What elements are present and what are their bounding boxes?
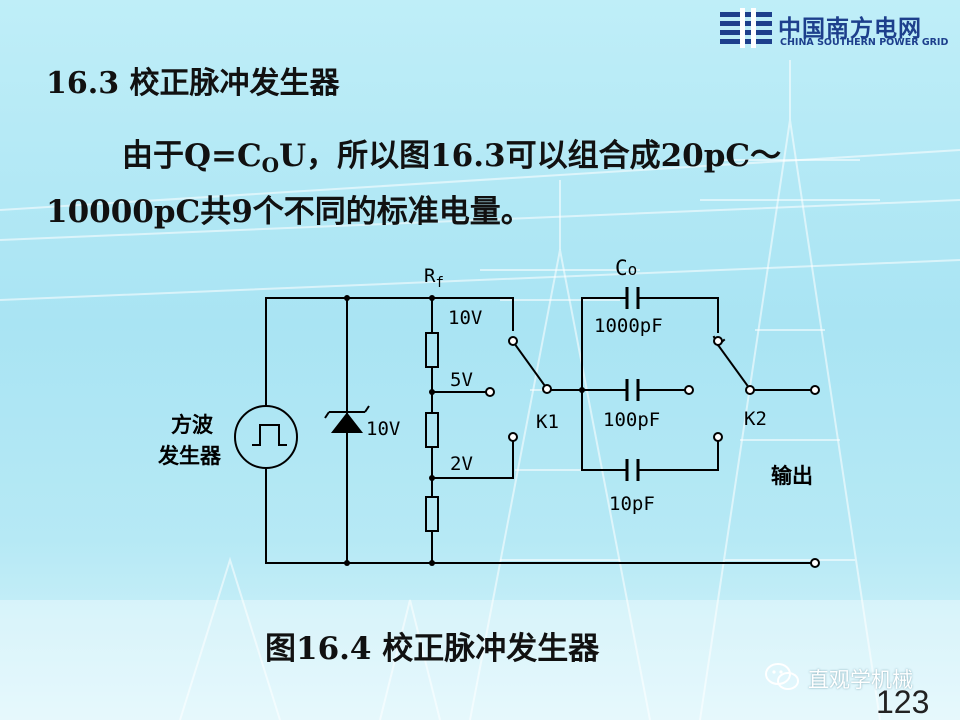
- tap-5v-label: 5V: [450, 369, 473, 391]
- junction-dot: [429, 295, 435, 301]
- capacitor-10pf: [625, 459, 640, 481]
- figure-caption: 图16.4 校正脉冲发生器: [265, 631, 600, 667]
- switch-k1-label: K1: [536, 411, 559, 433]
- tap-2v-label: 2V: [450, 453, 473, 475]
- capacitor-1000pf: [625, 287, 640, 309]
- generator-label-line-2: 发生器: [157, 444, 222, 468]
- logo-chinese-name: 中国南方电网: [778, 16, 922, 42]
- switch-k2-blade: [716, 343, 749, 387]
- k1-pivot: [542, 384, 552, 394]
- k1-contact-2v: [508, 432, 518, 442]
- paragraph-line-1-pre: 由于Q=C: [122, 138, 262, 174]
- resistor-2: [425, 412, 439, 448]
- junction-dot: [579, 387, 585, 393]
- paragraph-subscript: O: [261, 153, 280, 177]
- junction-dot: [429, 475, 435, 481]
- output-terminal-top: [810, 385, 820, 395]
- switch-k2-label: K2: [744, 408, 767, 430]
- output-terminal-bottom: [810, 558, 820, 568]
- square-wave-generator: [234, 405, 298, 469]
- resistor-3: [425, 496, 439, 532]
- logo-english-name: CHINA SOUTHERN POWER GRID: [780, 37, 949, 48]
- resistor-1: [425, 332, 439, 368]
- company-logo: 中国南方电网 CHINA SOUTHERN POWER GRID: [718, 6, 958, 52]
- paragraph-line-2: 10000pC共9个不同的标准电量。: [46, 194, 532, 230]
- square-wave-symbol: [252, 424, 287, 446]
- output-label: 输出: [771, 464, 813, 488]
- k1-contact-10v: [508, 336, 518, 346]
- switch-k1-blade: [512, 341, 547, 388]
- k2-pivot: [745, 385, 755, 395]
- wechat-icon: [765, 663, 799, 690]
- zener-label: 10V: [366, 418, 400, 440]
- wire-cap-bank: [581, 297, 719, 471]
- capacitor-100pf: [625, 379, 640, 401]
- cap-10pf-label: 10pF: [609, 493, 655, 515]
- zener-diode: [324, 405, 370, 433]
- section-title: 16.3 校正脉冲发生器: [46, 66, 340, 101]
- rf-label: Rf: [424, 265, 444, 291]
- watermark: 直观学机械: [764, 662, 944, 696]
- k2-contact-1000: [713, 336, 723, 346]
- page-number: 123: [876, 684, 930, 720]
- cap-100pf-label: 100pF: [603, 409, 660, 431]
- k2-contact-100: [684, 385, 694, 395]
- k2-contact-10: [713, 432, 723, 442]
- generator-label-line-1: 方波: [171, 413, 214, 437]
- wire-cap-10: [581, 440, 719, 471]
- junction-dot: [429, 389, 435, 395]
- junction-dot: [429, 560, 435, 566]
- k1-contact-5v: [485, 387, 495, 397]
- cap-1000pf-label: 1000pF: [594, 315, 663, 337]
- wire-tap-2v: [431, 440, 514, 479]
- junction-dot: [344, 295, 350, 301]
- watermark-text: 直观学机械: [808, 668, 913, 692]
- junction-dot: [344, 560, 350, 566]
- power-grid-logo-icon: [720, 8, 772, 48]
- paragraph-line-1-post: U，所以图16.3可以组合成20pC～: [279, 138, 782, 174]
- tap-10v-label: 10V: [448, 307, 482, 329]
- co-label: Co: [615, 256, 637, 280]
- paragraph-line-1: 由于Q=COU，所以图16.3可以组合成20pC～: [122, 130, 781, 177]
